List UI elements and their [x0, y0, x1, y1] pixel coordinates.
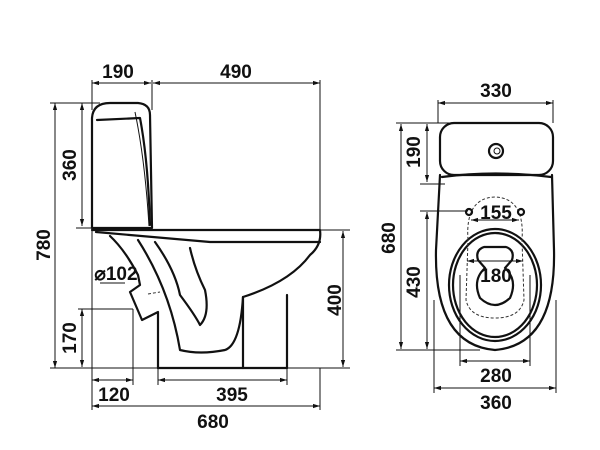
dim-total-length: 680 [379, 222, 400, 254]
top-view: 330 190 680 430 155 180 280 360 [379, 81, 557, 414]
bolt-left-icon [464, 207, 474, 217]
dim-tank-width: 330 [480, 81, 512, 102]
dim-opening-width: 180 [480, 266, 512, 287]
dim-tank-depth: 190 [102, 62, 134, 83]
dim-tank-depth: 190 [404, 136, 425, 168]
dim-foot-length: 395 [216, 385, 248, 406]
side-view: 190 490 780 360 400 170 ⌀102 120 395 680 [34, 62, 350, 433]
tank-top [438, 121, 555, 177]
tank-lid-line [95, 116, 152, 227]
dim-tank-height: 360 [60, 149, 81, 181]
flush-button-icon [487, 142, 505, 160]
dim-outlet-offset: 120 [98, 385, 130, 406]
dim-bolt-spacing: 155 [480, 203, 512, 224]
bolt-right-icon [516, 207, 526, 217]
dim-total-length: 680 [197, 412, 229, 433]
dim-total-width: 360 [480, 393, 512, 414]
tank-outline [90, 101, 154, 230]
seat-ring [447, 227, 543, 343]
dim-total-height: 780 [34, 229, 55, 261]
dim-seat-width: 280 [480, 366, 512, 387]
dim-bolt-to-front: 430 [404, 266, 425, 298]
dim-seat-height: 400 [325, 284, 346, 316]
bowl-outline [90, 228, 322, 370]
dim-outlet-diameter: ⌀102 [94, 264, 137, 285]
bowl-top-outline [434, 173, 556, 352]
dim-bowl-length: 490 [220, 62, 252, 83]
dim-outlet-height: 170 [60, 322, 81, 354]
